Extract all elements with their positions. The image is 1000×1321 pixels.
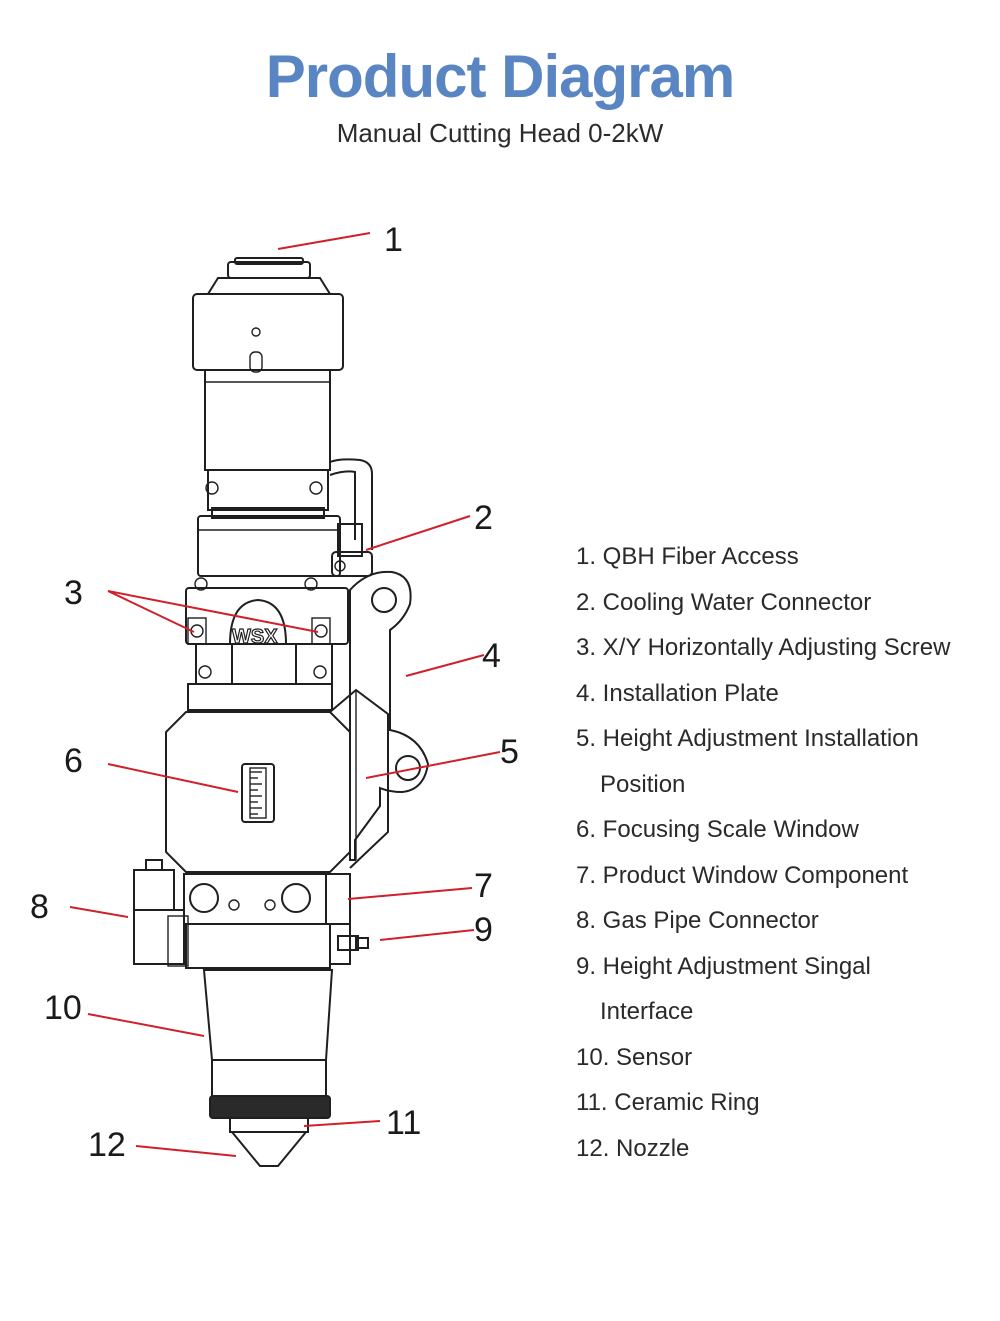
legend-item-7: 7. Product Window Component (576, 861, 909, 889)
callout-8: 8 (30, 888, 49, 926)
legend-item-4: 4. Installation Plate (576, 679, 779, 707)
page-subtitle: Manual Cutting Head 0-2kW (336, 118, 664, 148)
leader-line-5 (365, 751, 501, 779)
callout-1: 1 (384, 221, 403, 259)
legend-item-12: 12. Nozzle (576, 1134, 690, 1162)
legend-item-5-cont: Position (600, 770, 686, 798)
callout-2: 2 (474, 499, 493, 537)
callout-5: 5 (500, 733, 519, 771)
legend-item-1: 1. QBH Fiber Access (576, 543, 799, 570)
page-title: Product Diagram (265, 43, 735, 110)
cutting-head-illustration: WSX (133, 257, 430, 1167)
legend-item-2: 2. Cooling Water Connector (576, 588, 872, 616)
leader-line-7 (347, 887, 473, 900)
callout-11: 11 (386, 1104, 421, 1142)
leader-line-8 (69, 906, 129, 918)
legend-item-8: 8. Gas Pipe Connector (576, 907, 819, 934)
leader-line-3b (107, 590, 319, 633)
legend-item-5: 5. Height Adjustment Installation (576, 725, 919, 752)
legend-item-10: 10. Sensor (576, 1043, 693, 1071)
leader-line-2 (365, 515, 471, 551)
callout-10: 10 (44, 989, 82, 1027)
legend-item-11: 11. Ceramic Ring (576, 1089, 760, 1116)
callout-3: 3 (64, 574, 83, 612)
callout-9: 9 (474, 911, 493, 949)
leader-line-4 (405, 654, 485, 677)
parts-legend: 1. QBH Fiber Access 2. Cooling Water Con… (576, 534, 996, 1171)
callout-12: 12 (88, 1126, 126, 1164)
legend-item-9-cont: Interface (600, 998, 694, 1025)
leader-lines (69, 232, 501, 1157)
legend-item-6: 6. Focusing Scale Window (576, 816, 859, 843)
leader-line-1 (277, 232, 371, 250)
legend-item-3: 3. X/Y Horizontally Adjusting Screw (576, 634, 951, 661)
callout-7: 7 (474, 867, 493, 905)
brand-mark: WSX (232, 626, 278, 648)
callout-4: 4 (482, 637, 501, 675)
legend-item-9: 9. Height Adjustment Singal (576, 952, 871, 980)
callout-numbers: 1 2 3 4 5 6 7 8 9 10 11 12 (30, 221, 519, 1164)
leader-line-6 (107, 763, 239, 793)
leader-line-3a (107, 590, 195, 633)
leader-line-9 (379, 929, 475, 941)
leader-line-12 (135, 1145, 237, 1157)
leader-line-11 (303, 1120, 381, 1127)
leader-line-10 (87, 1013, 205, 1037)
focus-scale-ticks (250, 771, 262, 815)
callout-6: 6 (64, 742, 83, 780)
